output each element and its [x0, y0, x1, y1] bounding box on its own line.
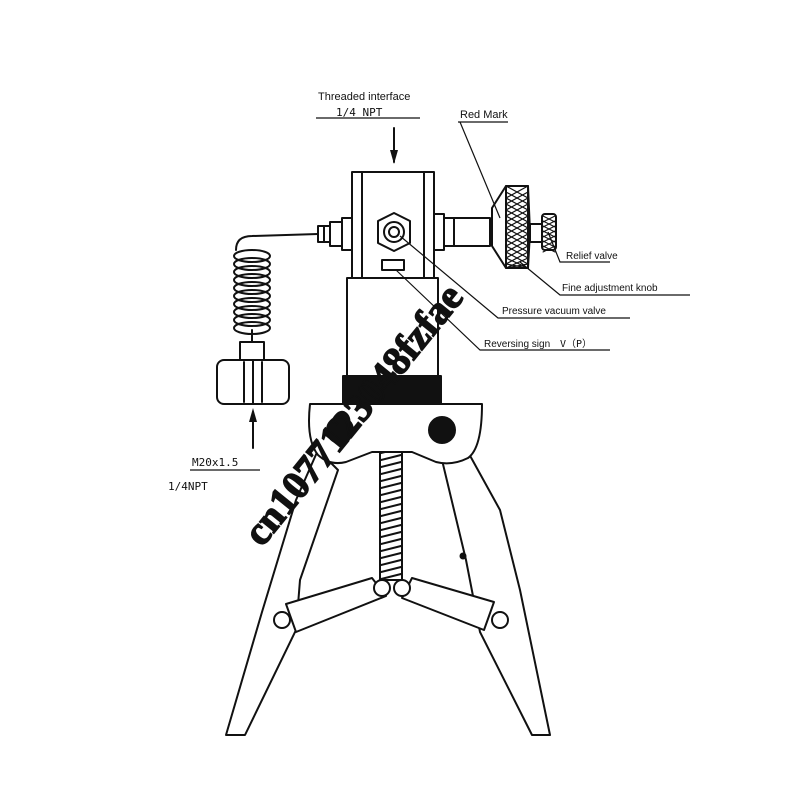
label-npt-top: 1/4 NPT [336, 106, 383, 119]
label-m20: M20x1.5 [192, 456, 238, 469]
label-npt-bottom: 1/4NPT [168, 480, 208, 493]
screw-column [379, 439, 403, 581]
hose-line [235, 233, 319, 251]
leader-lines [190, 117, 690, 471]
pump-cylinder [346, 277, 439, 377]
pressure-vacuum-valve [377, 212, 411, 252]
coil-hose [233, 249, 271, 335]
labels: Threaded interface 1/4 NPT Red Mark Reli… [168, 91, 658, 493]
black-collar [342, 375, 442, 405]
right-leg [441, 451, 551, 736]
label-threaded-interface: Threaded interface [318, 91, 410, 103]
yoke [308, 403, 483, 465]
threaded-interface-arrow [390, 127, 398, 164]
cross-links [285, 577, 495, 633]
label-fine-adjustment-knob: Fine adjustment knob [562, 283, 658, 294]
left-leg [225, 449, 339, 736]
label-relief-valve: Relief valve [566, 251, 618, 262]
m20-arrow [249, 408, 257, 449]
relief-valve [529, 213, 557, 253]
label-reversing-sign: Reversing sign [484, 339, 550, 350]
label-reversing-sign-symbol: V（P） [560, 338, 592, 350]
fine-adjustment-knob [491, 185, 531, 269]
knob-stem [433, 213, 491, 251]
hex-connector [216, 341, 290, 405]
label-red-mark: Red Mark [460, 109, 508, 121]
label-pressure-vacuum-valve: Pressure vacuum valve [502, 306, 606, 317]
side-fitting [317, 217, 353, 251]
